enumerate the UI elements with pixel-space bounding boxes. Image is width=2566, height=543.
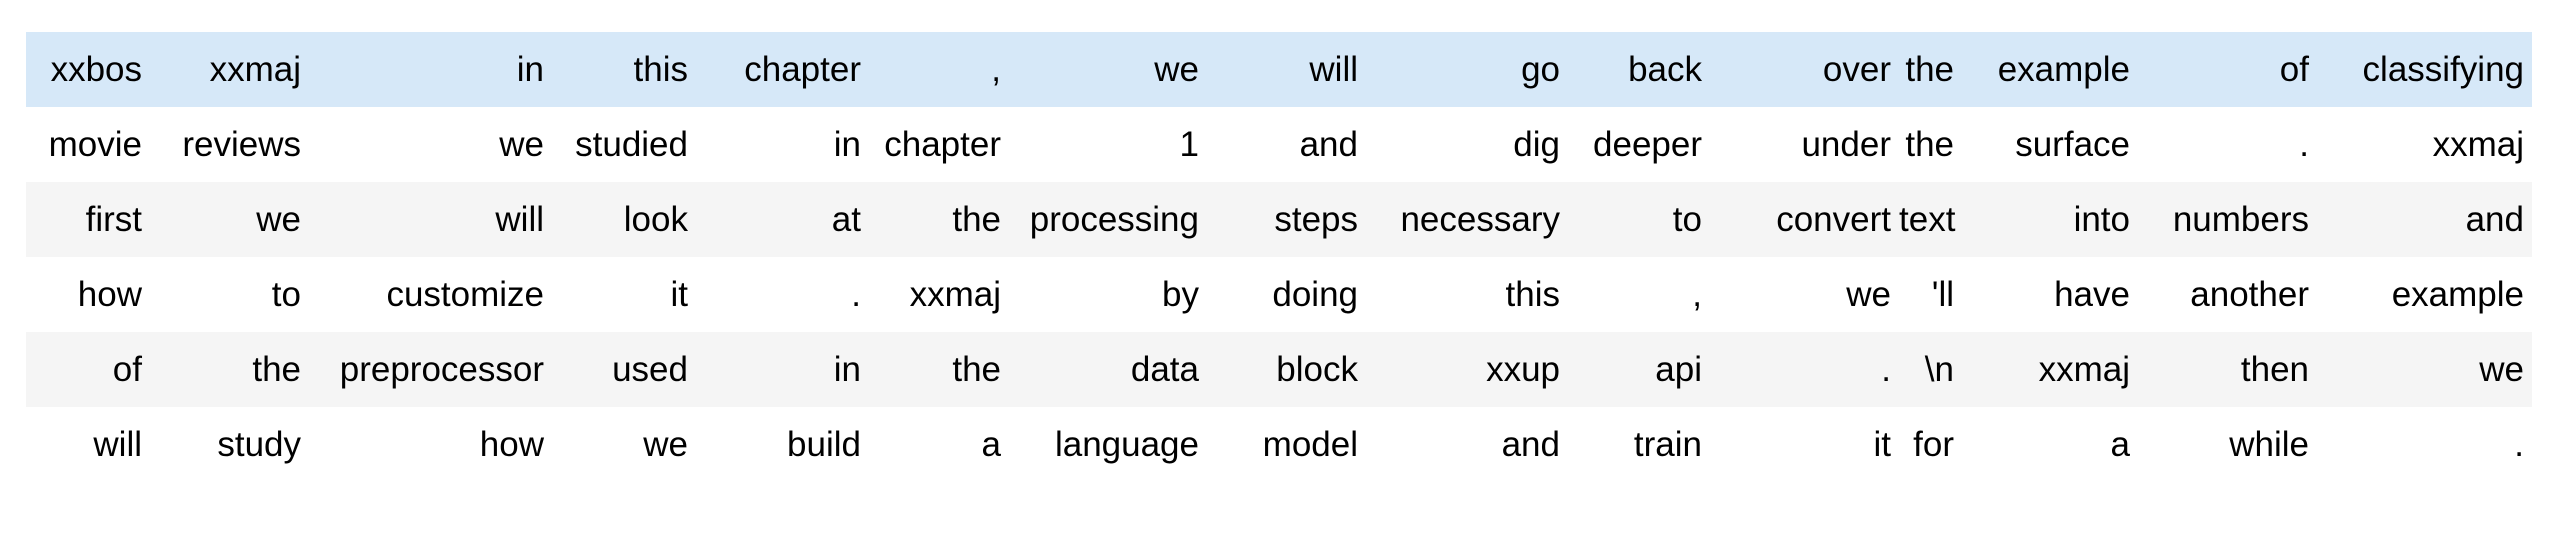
token-cell: classifying xyxy=(2317,32,2532,107)
token-cell: a xyxy=(869,407,1009,482)
token-cell: 1 xyxy=(1009,107,1207,182)
token-cell: and xyxy=(2317,182,2532,257)
token-cell: preprocessor xyxy=(309,332,552,407)
token-cell: how xyxy=(309,407,552,482)
token-cell: the xyxy=(869,182,1009,257)
token-cell: and xyxy=(1207,107,1366,182)
token-cell: the xyxy=(1899,107,1962,182)
token-cell: will xyxy=(309,182,552,257)
token-cell: 'll xyxy=(1899,257,1962,332)
token-cell: over xyxy=(1710,32,1899,107)
token-cell: data xyxy=(1009,332,1207,407)
token-cell: this xyxy=(552,32,696,107)
token-cell: customize xyxy=(309,257,552,332)
token-cell: text xyxy=(1899,182,1962,257)
token-cell: necessary xyxy=(1366,182,1568,257)
token-cell: reviews xyxy=(150,107,309,182)
token-cell: the xyxy=(150,332,309,407)
token-cell: will xyxy=(1207,32,1366,107)
token-cell: we xyxy=(2317,332,2532,407)
token-cell: movie xyxy=(26,107,150,182)
token-cell: how xyxy=(26,257,150,332)
token-cell: the xyxy=(869,332,1009,407)
token-cell: we xyxy=(309,107,552,182)
token-cell: used xyxy=(552,332,696,407)
token-cell: while xyxy=(2138,407,2317,482)
token-cell: . xyxy=(696,257,869,332)
token-cell: under xyxy=(1710,107,1899,182)
token-cell: back xyxy=(1568,32,1710,107)
token-cell: dig xyxy=(1366,107,1568,182)
token-cell: in xyxy=(696,107,869,182)
token-cell: block xyxy=(1207,332,1366,407)
token-cell: xxmaj xyxy=(2317,107,2532,182)
token-cell: have xyxy=(1962,257,2138,332)
token-cell: and xyxy=(1366,407,1568,482)
token-cell: at xyxy=(696,182,869,257)
token-cell: first xyxy=(26,182,150,257)
token-cell: . xyxy=(2138,107,2317,182)
token-cell: xxmaj xyxy=(869,257,1009,332)
token-cell: study xyxy=(150,407,309,482)
token-cell: model xyxy=(1207,407,1366,482)
token-cell: surface xyxy=(1962,107,2138,182)
token-cell: for xyxy=(1899,407,1962,482)
token-cell: we xyxy=(1009,32,1207,107)
token-cell: example xyxy=(2317,257,2532,332)
token-cell: numbers xyxy=(2138,182,2317,257)
token-cell: , xyxy=(869,32,1009,107)
token-cell: look xyxy=(552,182,696,257)
token-cell: to xyxy=(1568,182,1710,257)
token-cell: . xyxy=(1710,332,1899,407)
token-cell: in xyxy=(696,332,869,407)
token-cell: this xyxy=(1366,257,1568,332)
token-cell: in xyxy=(309,32,552,107)
token-cell: into xyxy=(1962,182,2138,257)
token-cell: chapter xyxy=(869,107,1009,182)
token-cell: example xyxy=(1962,32,2138,107)
token-cell: xxbos xyxy=(26,32,150,107)
token-cell: \n xyxy=(1899,332,1962,407)
token-cell: xxup xyxy=(1366,332,1568,407)
token-cell: convert xyxy=(1710,182,1899,257)
token-cell: steps xyxy=(1207,182,1366,257)
token-cell: then xyxy=(2138,332,2317,407)
token-cell: . xyxy=(2317,407,2532,482)
token-cell: go xyxy=(1366,32,1568,107)
token-cell: doing xyxy=(1207,257,1366,332)
token-cell: a xyxy=(1962,407,2138,482)
token-cell: of xyxy=(26,332,150,407)
token-cell: we xyxy=(552,407,696,482)
token-cell: , xyxy=(1568,257,1710,332)
token-cell: by xyxy=(1009,257,1207,332)
token-cell: it xyxy=(552,257,696,332)
token-cell: api xyxy=(1568,332,1710,407)
token-cell: build xyxy=(696,407,869,482)
token-cell: to xyxy=(150,257,309,332)
token-cell: it xyxy=(1710,407,1899,482)
token-cell: xxmaj xyxy=(1962,332,2138,407)
token-cell: language xyxy=(1009,407,1207,482)
token-cell: will xyxy=(26,407,150,482)
token-cell: processing xyxy=(1009,182,1207,257)
token-cell: we xyxy=(150,182,309,257)
token-cell: train xyxy=(1568,407,1710,482)
token-cell: studied xyxy=(552,107,696,182)
token-cell: of xyxy=(2138,32,2317,107)
token-cell: the xyxy=(1899,32,1962,107)
token-cell: deeper xyxy=(1568,107,1710,182)
token-cell: xxmaj xyxy=(150,32,309,107)
token-cell: chapter xyxy=(696,32,869,107)
token-cell: we xyxy=(1710,257,1899,332)
token-cell: another xyxy=(2138,257,2317,332)
